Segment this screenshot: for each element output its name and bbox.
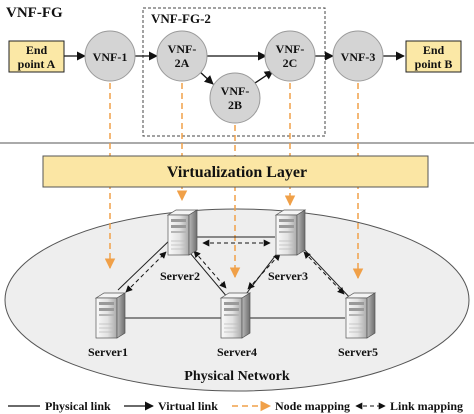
server-1-label: Server1 xyxy=(88,345,128,359)
legend-link-mapping-label: Link mapping xyxy=(390,399,463,413)
vnf-fg-2-title: VNF-FG-2 xyxy=(151,11,211,26)
svg-text:2B: 2B xyxy=(228,98,242,112)
link-mapping-s4-s3 xyxy=(247,253,281,290)
vnf-2a-node: VNF- 2A xyxy=(156,30,208,82)
endpoint-b: End point B xyxy=(405,40,462,73)
physical-network-label: Physical Network xyxy=(184,369,290,384)
svg-text:VNF-1: VNF-1 xyxy=(93,50,128,64)
vnf-2b-node: VNF- 2B xyxy=(209,72,261,124)
server-4-icon xyxy=(220,292,251,339)
svg-text:point A: point A xyxy=(18,57,56,71)
legend-virtual-link-label: Virtual link xyxy=(158,399,218,413)
svg-text:VNF-: VNF- xyxy=(276,42,305,56)
server-5-label: Server5 xyxy=(338,345,378,359)
vnf-1-node: VNF-1 xyxy=(84,30,136,82)
server-3-icon xyxy=(275,209,306,256)
server-5-icon xyxy=(345,292,376,339)
link-mapping-s2-s4 xyxy=(193,250,227,289)
vnf-3-node: VNF-3 xyxy=(332,30,384,82)
virtualization-layer: Virtualization Layer xyxy=(42,155,429,188)
server-2-label: Server2 xyxy=(160,269,200,283)
vnf-fg-section: VNF-FG VNF-FG-2 End point A End point B … xyxy=(6,5,462,137)
svg-text:VNF-: VNF- xyxy=(221,84,250,98)
legend-node-mapping-label: Node mapping xyxy=(275,399,350,413)
vnf-fg-title: VNF-FG xyxy=(6,5,63,21)
link-mapping-s3-s5 xyxy=(303,251,345,295)
server-3-label: Server3 xyxy=(268,269,308,283)
virtual-link-vnf2b-vnf2c xyxy=(251,70,274,86)
vnf-fg-2-box xyxy=(142,7,326,137)
server-1-icon xyxy=(95,292,126,339)
legend-physical-link-label: Physical link xyxy=(45,399,111,413)
svg-text:End: End xyxy=(423,43,445,57)
virtual-link-vnf2a-vnf2b xyxy=(198,70,214,85)
svg-text:VNF-3: VNF-3 xyxy=(341,50,376,64)
server-4-label: Server4 xyxy=(217,345,257,359)
vnf-2c-node: VNF- 2C xyxy=(264,30,316,82)
svg-text:2A: 2A xyxy=(175,56,190,70)
endpoint-a: End point A xyxy=(8,40,65,73)
server-2-icon xyxy=(167,209,198,256)
svg-text:point B: point B xyxy=(415,57,453,71)
svg-text:2C: 2C xyxy=(283,56,298,70)
legend: Physical link Virtual link Node mapping … xyxy=(8,399,463,413)
svg-text:VNF-: VNF- xyxy=(168,42,197,56)
link-mappings xyxy=(125,239,345,295)
link-mapping-s1-s2 xyxy=(125,251,167,293)
svg-text:End: End xyxy=(26,43,48,57)
svg-text:Virtualization Layer: Virtualization Layer xyxy=(167,164,307,181)
